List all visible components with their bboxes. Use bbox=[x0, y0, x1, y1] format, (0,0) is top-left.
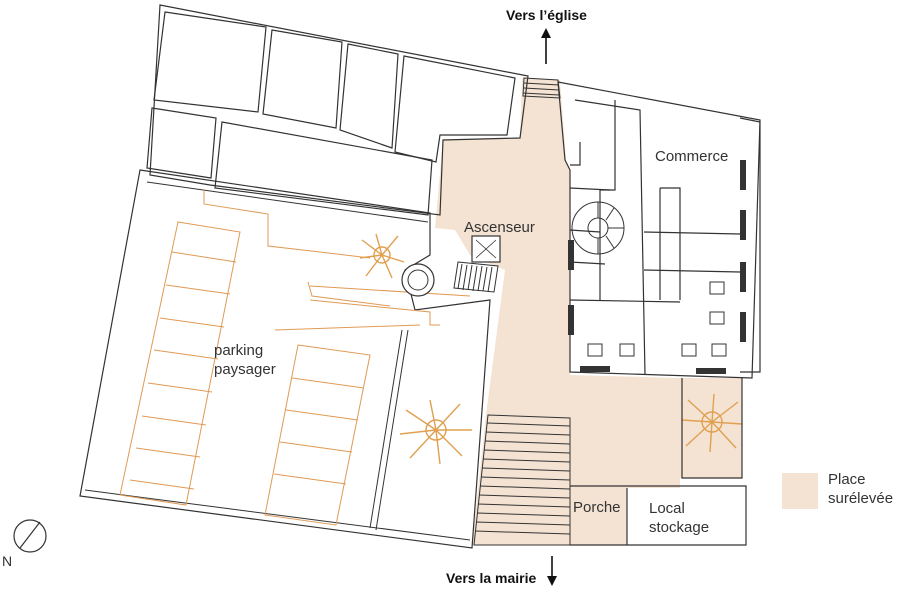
legend-swatch bbox=[782, 473, 818, 509]
south-direction-label: Vers la mairie bbox=[446, 570, 537, 586]
parking-stalls bbox=[119, 190, 471, 526]
local-label-line1: Local bbox=[649, 500, 685, 517]
small-stairs bbox=[453, 261, 499, 293]
north-arrow-icon bbox=[13, 519, 47, 553]
porche-label: Porche bbox=[573, 499, 621, 516]
local-label-line2: stockage bbox=[649, 519, 709, 536]
commerce-building bbox=[557, 81, 761, 379]
legend-text: Place surélevée bbox=[828, 470, 893, 508]
arrow-up-icon bbox=[541, 28, 551, 64]
parking-outline bbox=[79, 169, 491, 549]
legend-line2: surélevée bbox=[828, 490, 894, 507]
north-direction-label: Vers l’église bbox=[506, 7, 587, 23]
raised-square-area bbox=[435, 78, 742, 545]
compass-label: N bbox=[2, 553, 12, 569]
porche-local bbox=[570, 378, 747, 546]
tree-icon bbox=[681, 393, 743, 453]
commerce-label: Commerce bbox=[655, 148, 728, 165]
arrow-down-icon bbox=[547, 556, 557, 586]
upper-buildings bbox=[146, 4, 529, 216]
tree-icon bbox=[399, 399, 472, 465]
cafe-tables bbox=[587, 281, 727, 357]
spiral-stair bbox=[571, 201, 625, 255]
tree-icon bbox=[359, 233, 405, 279]
ascenseur-label: Ascenseur bbox=[464, 219, 535, 236]
parking-label-line1: parking bbox=[214, 342, 263, 359]
legend: Place surélevée bbox=[782, 470, 893, 509]
parking-label-line2: paysager bbox=[214, 361, 276, 378]
legend-line1: Place bbox=[828, 471, 866, 488]
